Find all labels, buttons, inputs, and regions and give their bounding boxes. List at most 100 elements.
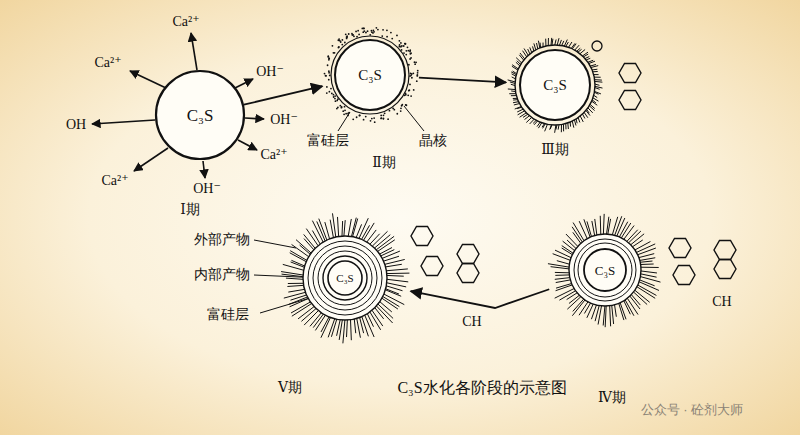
- hydrate-fiber: [387, 279, 408, 282]
- hydrate-fiber: [565, 124, 566, 130]
- hydrate-fiber: [574, 120, 576, 126]
- nucleus-dot: [341, 44, 343, 46]
- nucleus-dot: [399, 44, 401, 46]
- hydrate-fiber: [587, 221, 592, 236]
- ion-arrow: [235, 79, 253, 88]
- nucleus-dot: [381, 35, 383, 37]
- nucleus-dot: [365, 116, 367, 118]
- nucleus-dot: [407, 94, 409, 96]
- nucleus-dot: [401, 104, 403, 106]
- nucleus-dot: [344, 109, 346, 111]
- hydrate-fiber: [572, 44, 576, 49]
- nucleus-dot: [407, 50, 409, 52]
- leader-line: [404, 106, 424, 131]
- hydrate-fiber: [348, 219, 351, 236]
- nucleus-dot: [405, 50, 407, 52]
- nucleus-dot: [335, 100, 337, 102]
- hydrate-fiber: [387, 273, 410, 274]
- hydrate-fiber: [291, 302, 310, 313]
- nucleus-dot: [408, 89, 410, 91]
- hydrate-fiber: [530, 47, 532, 52]
- hydrate-fiber: [387, 275, 404, 277]
- nucleus-dot: [346, 36, 348, 38]
- nucleus-dot: [348, 112, 350, 114]
- nucleus-dot: [344, 106, 346, 108]
- hydrate-fiber: [319, 219, 327, 240]
- nucleus-dot: [328, 70, 330, 72]
- nucleus-dot: [334, 98, 336, 100]
- nucleus-dot: [327, 56, 329, 58]
- hydrate-fiber: [288, 283, 303, 284]
- hydrate-fiber: [612, 305, 614, 324]
- nucleus-dot: [382, 118, 384, 120]
- hydrate-fiber: [364, 223, 375, 240]
- hydrate-fiber: [641, 263, 654, 265]
- nucleus-dot: [345, 33, 347, 35]
- hydrate-fiber: [513, 102, 519, 103]
- part-label: OH: [66, 117, 86, 132]
- hydrate-fiber: [635, 242, 651, 250]
- hydrate-fiber: [354, 319, 355, 333]
- hydrate-fiber: [551, 38, 553, 45]
- hydrate-fiber: [567, 240, 576, 248]
- nucleus-dot: [357, 30, 359, 32]
- hydrate-fiber: [590, 64, 596, 66]
- hydrate-fiber: [557, 261, 570, 265]
- particle-ring: [156, 71, 244, 159]
- nucleus-dot: [326, 86, 328, 88]
- nucleus-dot: [409, 84, 411, 86]
- nucleus-dot: [334, 95, 336, 97]
- hydrate-fiber: [563, 124, 564, 131]
- leader-line: [254, 240, 296, 248]
- nucleus-dot: [371, 31, 373, 33]
- hydrate-fiber: [290, 253, 307, 262]
- nucleus-dot: [327, 55, 329, 57]
- nucleus-dot: [386, 36, 388, 38]
- hydrate-fiber: [526, 117, 531, 122]
- nucleus-dot: [326, 92, 328, 94]
- hydrate-fiber: [381, 250, 395, 256]
- hydrate-fiber: [548, 38, 549, 46]
- nucleus-dot: [330, 88, 332, 90]
- nucleus-dot: [390, 32, 392, 34]
- nucleus-dot: [387, 118, 389, 120]
- hydrate-fiber: [538, 41, 539, 48]
- nucleus-dot: [400, 42, 402, 44]
- nucleus-dot: [341, 39, 343, 41]
- nucleus-dot: [400, 46, 402, 48]
- nucleus-dot: [382, 29, 384, 31]
- hydrate-fiber: [537, 43, 538, 49]
- particle-ring: [335, 40, 405, 110]
- particle-ring: [303, 236, 387, 320]
- hydrate-fiber: [286, 278, 303, 279]
- c3s-particle: C₃S: [154, 69, 246, 161]
- hydrate-fiber: [365, 315, 374, 337]
- nucleus-dot: [359, 115, 361, 117]
- ch-crystal: [421, 257, 443, 276]
- hydrate-fiber: [548, 264, 569, 267]
- stage-arrow: [411, 289, 550, 308]
- leader-line: [338, 112, 350, 131]
- nucleus-dot: [384, 112, 386, 114]
- ion-arrow: [191, 33, 197, 70]
- hydrate-fiber: [520, 53, 525, 59]
- hydrate-fiber: [292, 304, 312, 317]
- nucleus-dot: [398, 40, 400, 42]
- hydrate-fiber: [615, 305, 617, 317]
- nucleus-dot: [356, 36, 358, 38]
- hydrate-fiber: [328, 319, 335, 338]
- hydrate-fiber: [555, 39, 556, 45]
- hydrate-fiber: [284, 292, 306, 298]
- hydrate-fiber: [592, 221, 595, 236]
- hydrate-fiber: [528, 49, 530, 54]
- part-label: Ca²⁺: [94, 55, 121, 70]
- nucleus-dot: [374, 121, 376, 123]
- hydrate-fiber: [572, 121, 574, 128]
- nucleus-dot: [338, 46, 340, 48]
- hydrate-fiber: [332, 213, 335, 237]
- hydrate-fiber: [579, 302, 588, 316]
- stage-arrow: [244, 86, 322, 104]
- hydrate-fiber: [325, 222, 330, 239]
- hydrate-fiber: [517, 109, 523, 112]
- nucleus-dot: [410, 74, 412, 76]
